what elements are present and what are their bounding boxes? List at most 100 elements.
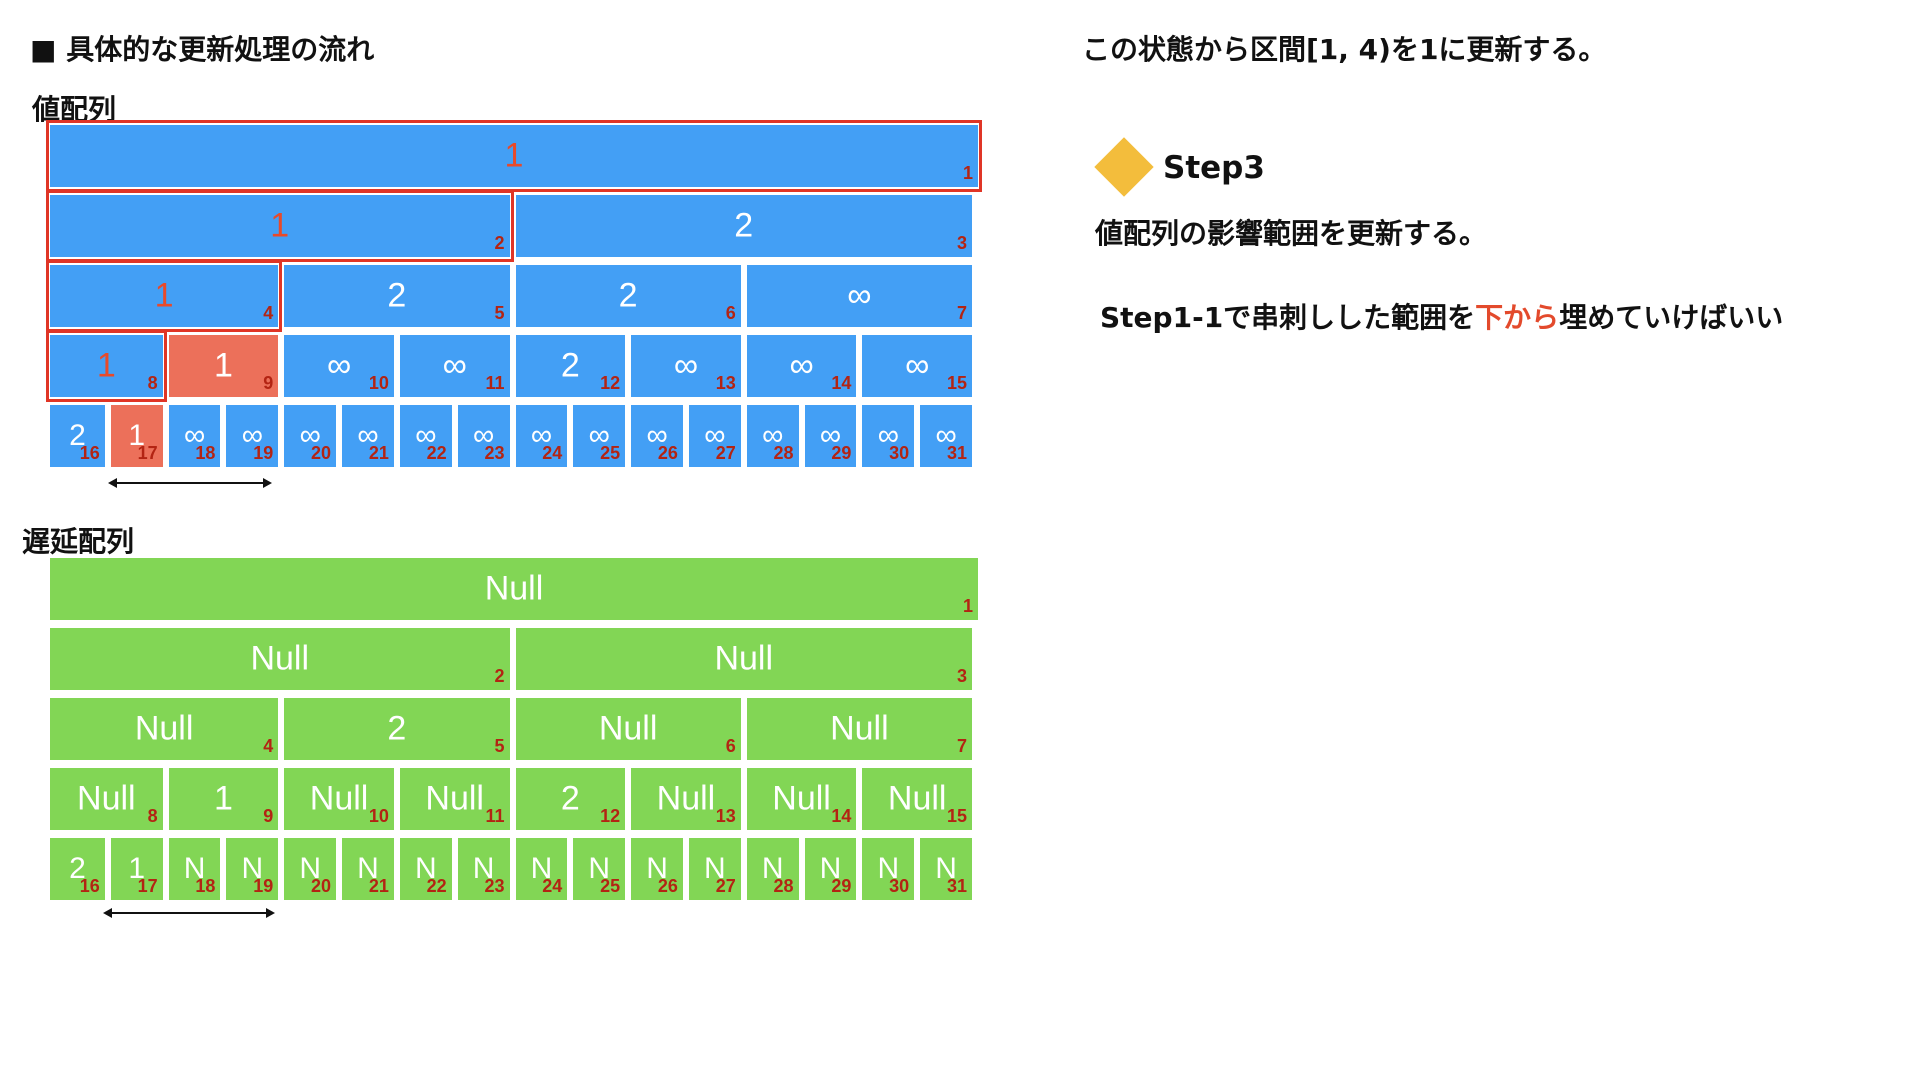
lazy-node-value: Null [714, 639, 774, 678]
lazy-node-value: N [183, 852, 206, 885]
value-node-value: 2 [69, 419, 86, 452]
value-node-index: 2 [494, 233, 505, 253]
value-node-index: 8 [147, 373, 158, 393]
value-node-index: 15 [946, 373, 967, 393]
value-node-15: ∞ 15 [862, 335, 972, 397]
value-node-value: ∞ [588, 419, 610, 452]
value-node-21: ∞21 [342, 405, 394, 467]
lazy-node-value: Null [656, 779, 716, 818]
value-node-index: 14 [831, 373, 852, 393]
value-node-value: ∞ [442, 346, 467, 385]
value-node-index: 1 [962, 163, 973, 183]
lazy-node-index: 9 [263, 806, 274, 826]
value-node-25: ∞25 [573, 405, 626, 467]
value-node-value: 2 [560, 346, 580, 385]
lazy-node-value: 1 [128, 852, 146, 885]
value-node-23: ∞23 [457, 405, 510, 467]
value-node-index: 28 [773, 443, 794, 463]
lazy-node-index: 30 [889, 876, 910, 896]
value-node-index: 7 [956, 303, 967, 323]
value-array-label: 値配列 [32, 93, 117, 126]
lazy-node-index: 28 [773, 876, 794, 896]
lazy-node-index: 22 [426, 876, 447, 896]
value-node-value: ∞ [704, 419, 726, 452]
lazy-node-index: 27 [715, 876, 736, 896]
value-node-index: 9 [263, 373, 274, 393]
value-node-index: 10 [368, 373, 389, 393]
lazy-node-index: 7 [956, 736, 967, 756]
lazy-node-value: Null [425, 779, 484, 818]
value-node-value: ∞ [935, 419, 957, 452]
lazy-node-value: Null [77, 779, 136, 818]
value-node-value: ∞ [905, 346, 930, 385]
value-node-index: 26 [657, 443, 678, 463]
value-node-14: ∞14 [746, 335, 857, 397]
lazy-node-index: 2 [494, 666, 505, 686]
value-node-value: ∞ [877, 419, 899, 452]
lazy-node-value: N [299, 852, 321, 885]
lazy-node-index: 17 [137, 876, 158, 896]
value-node-index: 19 [253, 443, 274, 463]
value-node-index: 12 [600, 373, 621, 393]
lazy-node-value: N [241, 852, 264, 885]
lazy-node-index: 3 [956, 666, 967, 686]
value-node-index: 20 [311, 443, 332, 463]
lazy-node-value: 1 [213, 779, 233, 818]
value-node-value: 1 [154, 276, 174, 315]
lazy-node-index: 24 [542, 876, 563, 896]
value-node-10: ∞ 10 [284, 335, 394, 397]
value-node-index: 22 [426, 443, 447, 463]
value-node-index: 29 [831, 443, 852, 463]
value-node-24: ∞24 [515, 405, 568, 467]
lazy-node-index: 25 [600, 876, 621, 896]
lazy-node-index: 14 [831, 806, 852, 826]
lazy-node-index: 20 [311, 876, 332, 896]
value-node-index: 18 [195, 443, 216, 463]
value-node-value: 2 [618, 276, 638, 315]
lazy-node-value: 2 [69, 852, 86, 885]
value-node-value: ∞ [530, 419, 553, 452]
value-node-value: ∞ [415, 419, 437, 452]
value-node-value: ∞ [241, 419, 264, 452]
lazy-node-index: 21 [368, 876, 389, 896]
step-diamond-icon [1094, 137, 1154, 197]
value-node-19: ∞19 [226, 405, 279, 467]
value-node-value: ∞ [847, 276, 872, 315]
value-node-value: ∞ [183, 419, 206, 452]
value-node-index: 4 [263, 303, 274, 323]
step-note: Step1-1で串刺しした範囲を下から埋めていけばいい [1100, 296, 1783, 336]
lazy-node-index: 15 [946, 806, 967, 826]
lazy-node-value: Null [309, 779, 369, 818]
value-node-index: 21 [368, 443, 389, 463]
lazy-node-index: 26 [657, 876, 678, 896]
lazy-node-value: N [357, 852, 379, 885]
value-node-value: ∞ [326, 346, 352, 385]
step-note-highlight: 下から [1475, 301, 1560, 334]
lazy-node-value: Null [598, 709, 658, 748]
lazy-node-index: 16 [79, 876, 100, 896]
value-node-28: ∞28 [746, 405, 799, 467]
